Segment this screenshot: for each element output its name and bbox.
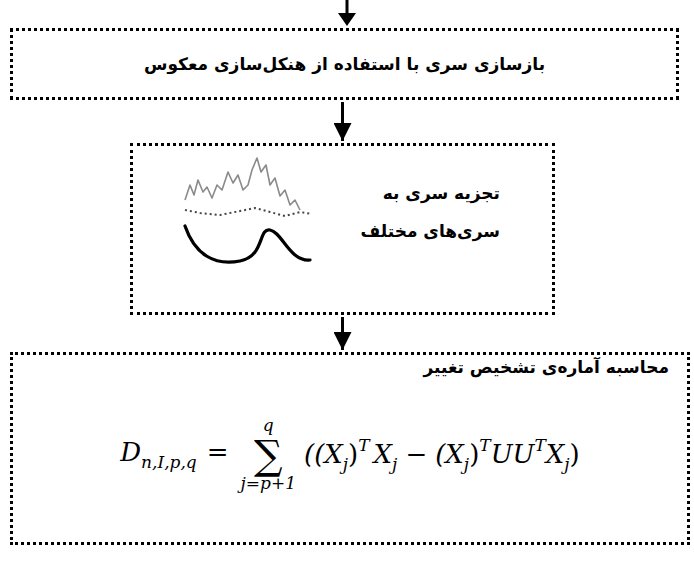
formula-part: ((Xj)TXj−(Xj)TUUTXj): [304, 435, 580, 474]
smooth-series-curve: [185, 226, 310, 262]
process-box: محاسبه آماره‌ی تشخیص تغییر Dn,I,p,q = q∑j=p…: [10, 352, 690, 545]
summation: q∑j=p+1: [241, 417, 296, 493]
dotted-series-curve: [185, 208, 312, 216]
process-box: تجزیه سری به سری‌های مختلف: [130, 143, 555, 315]
entry-arrow-head: [338, 13, 356, 26]
step-label: تجزیه سری به سری‌های مختلف: [350, 174, 500, 250]
math-symbol: ((X: [304, 439, 343, 470]
sum-limit: j=p+1: [241, 475, 296, 493]
math-symbol: ): [469, 439, 479, 470]
formula-part: Dn,I,p,q =: [120, 437, 232, 472]
math-symbol: X: [546, 439, 565, 470]
math-subscript: j: [392, 454, 397, 474]
math-superscript: T: [534, 435, 545, 455]
math-symbol: D: [120, 437, 141, 468]
math-symbol: =: [207, 437, 229, 468]
noisy-series-curve: [185, 158, 300, 210]
math-superscript: T: [358, 435, 369, 455]
math-symbol: ): [348, 439, 358, 470]
sum-sign: ∑: [254, 435, 283, 475]
math-subscript: n,I,p,q: [141, 452, 197, 472]
math-symbol: X: [374, 439, 393, 470]
entry-arrow: [338, 0, 356, 26]
flow-arrow: [341, 317, 344, 350]
math-subscript: j: [564, 454, 569, 474]
process-box: بازسازی سری با استفاده از هنکل‌سازی معکو…: [10, 28, 679, 100]
math-symbol: ): [570, 439, 580, 470]
flow-arrow: [341, 102, 344, 141]
formula: Dn,I,p,q=q∑j=p+1((Xj)TXj−(Xj)TUUTXj): [31, 417, 669, 493]
math-symbol: (X: [435, 439, 464, 470]
math-subscript: j: [343, 454, 348, 474]
sum-limit: q: [263, 417, 274, 435]
math-superscript: T: [479, 435, 490, 455]
series-illustration: [185, 158, 312, 262]
step-label: محاسبه آماره‌ی تشخیص تغییر: [423, 357, 669, 377]
math-subscript: j: [464, 454, 469, 474]
step-label: بازسازی سری با استفاده از هنکل‌سازی معکو…: [144, 54, 545, 74]
math-symbol: −: [405, 439, 427, 470]
math-symbol: UU: [491, 439, 535, 470]
